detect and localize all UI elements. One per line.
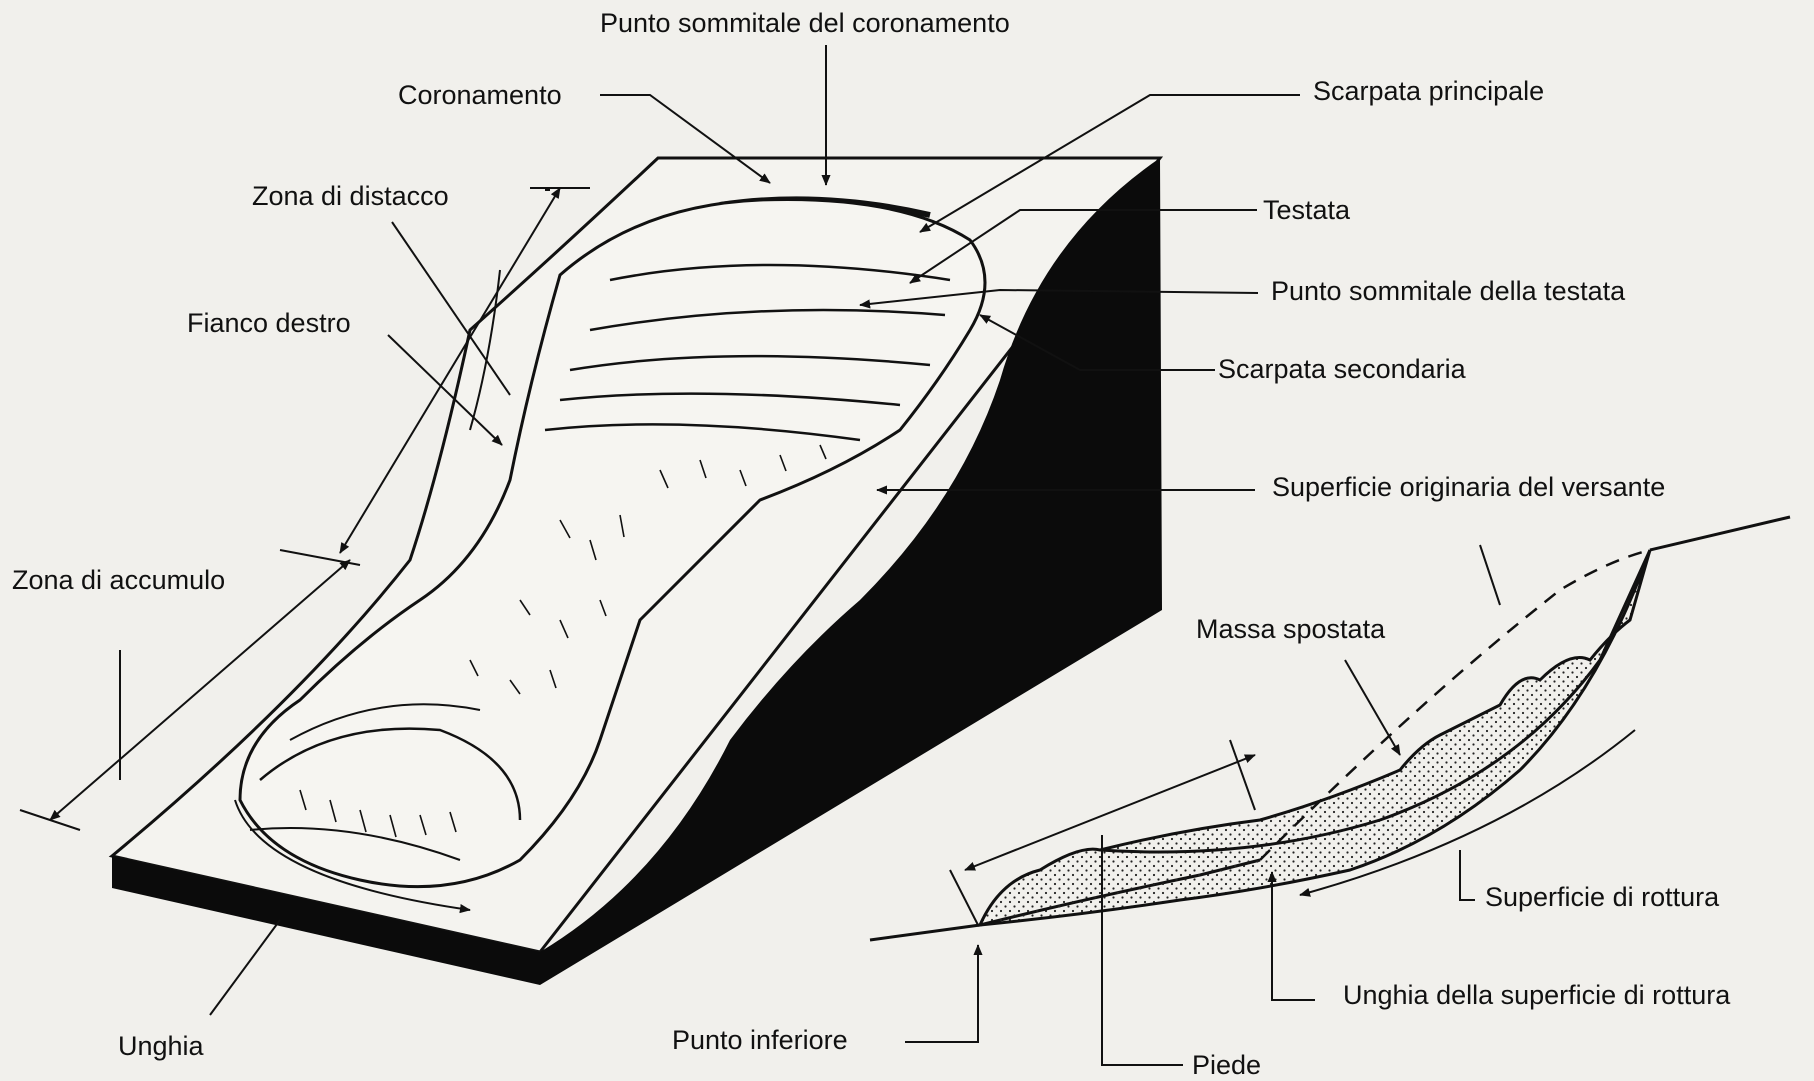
label-massa-spostata: Massa spostata bbox=[1196, 616, 1385, 643]
label-punto-sommitale-coronamento: Punto sommitale del coronamento bbox=[600, 10, 1010, 37]
label-punto-sommitale-testata: Punto sommitale della testata bbox=[1271, 278, 1625, 305]
label-testata: Testata bbox=[1263, 197, 1350, 224]
label-piede: Piede bbox=[1192, 1052, 1261, 1079]
label-fianco-destro: Fianco destro bbox=[187, 310, 351, 337]
label-superficie-di-rottura: Superficie di rottura bbox=[1485, 884, 1719, 911]
label-unghia: Unghia bbox=[118, 1033, 204, 1060]
label-zona-di-distacco: Zona di distacco bbox=[252, 183, 449, 210]
block-diagram bbox=[112, 158, 1162, 985]
label-superficie-originaria: Superficie originaria del versante bbox=[1272, 474, 1665, 501]
label-scarpata-secondaria: Scarpata secondaria bbox=[1218, 356, 1466, 383]
label-punto-inferiore: Punto inferiore bbox=[672, 1027, 848, 1054]
label-coronamento: Coronamento bbox=[398, 82, 562, 109]
label-unghia-superficie-rottura: Unghia della superficie di rottura bbox=[1343, 982, 1730, 1009]
label-zona-di-accumulo: Zona di accumulo bbox=[12, 567, 225, 594]
label-scarpata-principale: Scarpata principale bbox=[1313, 78, 1544, 105]
